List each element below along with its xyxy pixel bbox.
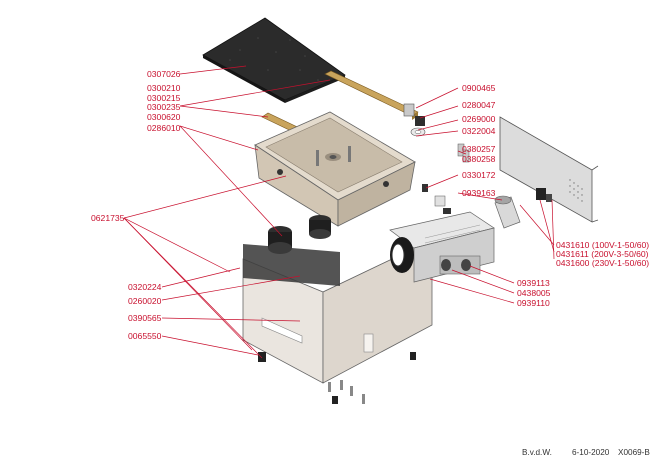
lid-cover [202, 17, 346, 103]
valve-cylinders [268, 215, 331, 254]
label-0300210: 0300210 [147, 83, 181, 93]
label-0621735: 0621735 [91, 213, 125, 223]
label-0320224: 0320224 [128, 282, 162, 292]
housing-cabinet [242, 239, 433, 384]
footer-author: B.v.d.W. [522, 448, 552, 457]
footer-date: 6-10-2020 [572, 448, 610, 457]
label-0939110: 0939110 [517, 298, 550, 308]
label-0380257: 0380257 [462, 144, 496, 154]
label-0260020: 0260020 [128, 296, 162, 306]
label-0939113: 0939113 [517, 278, 550, 288]
exhaust-filter [494, 195, 521, 229]
label-0269000: 0269000 [462, 114, 496, 124]
label-0307026: 0307026 [147, 69, 181, 79]
label-0300215: 0300215 [147, 93, 181, 103]
vacuum-chamber-basin [254, 111, 416, 227]
vacuum-pump [389, 211, 495, 283]
label-0900465: 0900465 [462, 83, 496, 93]
label-0300620: 0300620 [147, 112, 181, 122]
label-0300235: 0300235 [147, 102, 181, 112]
label-0286010: 0286010 [147, 123, 181, 133]
label-0939163: 0939163 [462, 188, 496, 198]
label-0438005: 0438005 [517, 288, 551, 298]
label-0431600: 0431600 (230V-1-50/60) [556, 258, 649, 268]
label-0065550: 0065550 [128, 331, 162, 341]
label-0380258: 0380258 [462, 154, 496, 164]
label-0431611: 0431611 (200V-3-50/60) [556, 249, 649, 259]
label-0330172: 0330172 [462, 170, 496, 180]
control-panel [499, 116, 599, 223]
small-parts [258, 103, 470, 404]
label-0431610: 0431610 (100V-1-50/60) [556, 240, 649, 250]
label-0390565: 0390565 [128, 313, 162, 323]
leader-lines [123, 65, 555, 359]
label-0322004: 0322004 [462, 126, 496, 136]
label-0280047: 0280047 [462, 100, 496, 110]
footer-drawing-number: X0069-B [618, 448, 650, 457]
